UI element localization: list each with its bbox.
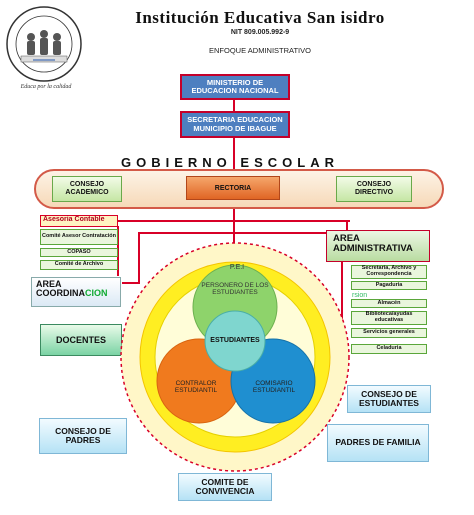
personero-label: PERSONERO DE LOS ESTUDIANTES bbox=[201, 282, 269, 297]
consejo-padres-box: CONSEJO DE PADRES bbox=[39, 418, 127, 454]
ministerio-box: MINISTERIO DE EDUCACION NACIONAL bbox=[180, 74, 290, 100]
docentes-box: DOCENTES bbox=[40, 324, 122, 356]
connector-line bbox=[118, 220, 350, 222]
area-coord-text-b: CION bbox=[85, 288, 108, 299]
pei-label: P.E.I bbox=[229, 264, 245, 271]
area-administrativa-box: AREA ADMINISTRATIVA bbox=[326, 230, 430, 262]
school-logo bbox=[6, 6, 82, 82]
logo-caption: Educa por la calidad bbox=[20, 84, 72, 90]
estudiantes-label: ESTUDIANTES bbox=[210, 337, 260, 344]
pagaduria-box: Pagaduria bbox=[351, 281, 427, 290]
connector-line bbox=[341, 262, 343, 356]
connector-line bbox=[346, 220, 348, 232]
connector-line bbox=[233, 98, 235, 112]
area-coordinacion-box: AREA COORDINACION bbox=[31, 277, 121, 307]
connector-line bbox=[233, 200, 235, 272]
estudiantes-circle bbox=[204, 310, 266, 372]
connector-line bbox=[138, 232, 140, 282]
almacen-box: Almacén bbox=[351, 299, 427, 308]
consejo-estudiantes-box: CONSEJO DE ESTUDIANTES bbox=[347, 385, 431, 413]
padres-familia-box: PADRES DE FAMILIA bbox=[327, 424, 429, 462]
consejo-directivo-box: CONSEJO DIRECTIVO bbox=[336, 176, 412, 202]
page-title: Institución Educativa San isidro bbox=[135, 8, 385, 27]
comite-asesor-box: Comité Asesor Contratación bbox=[40, 229, 118, 245]
page-subtitle: ENFOQUE ADMINISTRATIVO bbox=[209, 46, 311, 55]
area-coord-line2: COORDINACION bbox=[36, 289, 116, 298]
nit-label: NIT 809.005.992-9 bbox=[230, 29, 290, 36]
secretaria-box: SECRETARIA EDUCACION MUNICIPIO DE IBAGUE bbox=[180, 111, 290, 138]
watermark-text: rsion bbox=[352, 292, 368, 299]
contralor-label: CONTRALOR ESTUDIANTIL bbox=[174, 380, 218, 395]
connector-line bbox=[122, 282, 140, 284]
connector-line bbox=[138, 232, 328, 234]
servicios-generales-box: Servicios generales bbox=[351, 328, 427, 338]
area-coord-line1: AREA bbox=[36, 279, 62, 289]
connector-line bbox=[117, 226, 119, 276]
pei-diagram bbox=[120, 242, 350, 472]
rectoria-box: RECTORIA bbox=[186, 176, 280, 200]
copaso-box: COPASO bbox=[40, 248, 118, 257]
celaduria-box: Celaduria bbox=[351, 344, 427, 354]
biblioteca-box: Biblioteca/ayudas educativas bbox=[351, 311, 427, 325]
gobierno-escolar-label: GOBIERNO ESCOLAR bbox=[121, 155, 339, 170]
comite-archivo-box: Comité de Archivo bbox=[40, 260, 118, 270]
asesoria-contable-label: Asesoria Contable bbox=[40, 215, 118, 227]
comite-convivencia-box: COMITE DE CONVIVENCIA bbox=[178, 473, 272, 501]
comisario-label: COMISARIO ESTUDIANTIL bbox=[252, 380, 296, 395]
connector-line bbox=[233, 138, 235, 170]
secretaria-archivo-box: Secretaria, Archivo y Correspondencia bbox=[351, 265, 427, 279]
area-coord-text-a: COORDINA bbox=[36, 288, 85, 299]
consejo-academico-box: CONSEJO ACADEMICO bbox=[52, 176, 122, 202]
